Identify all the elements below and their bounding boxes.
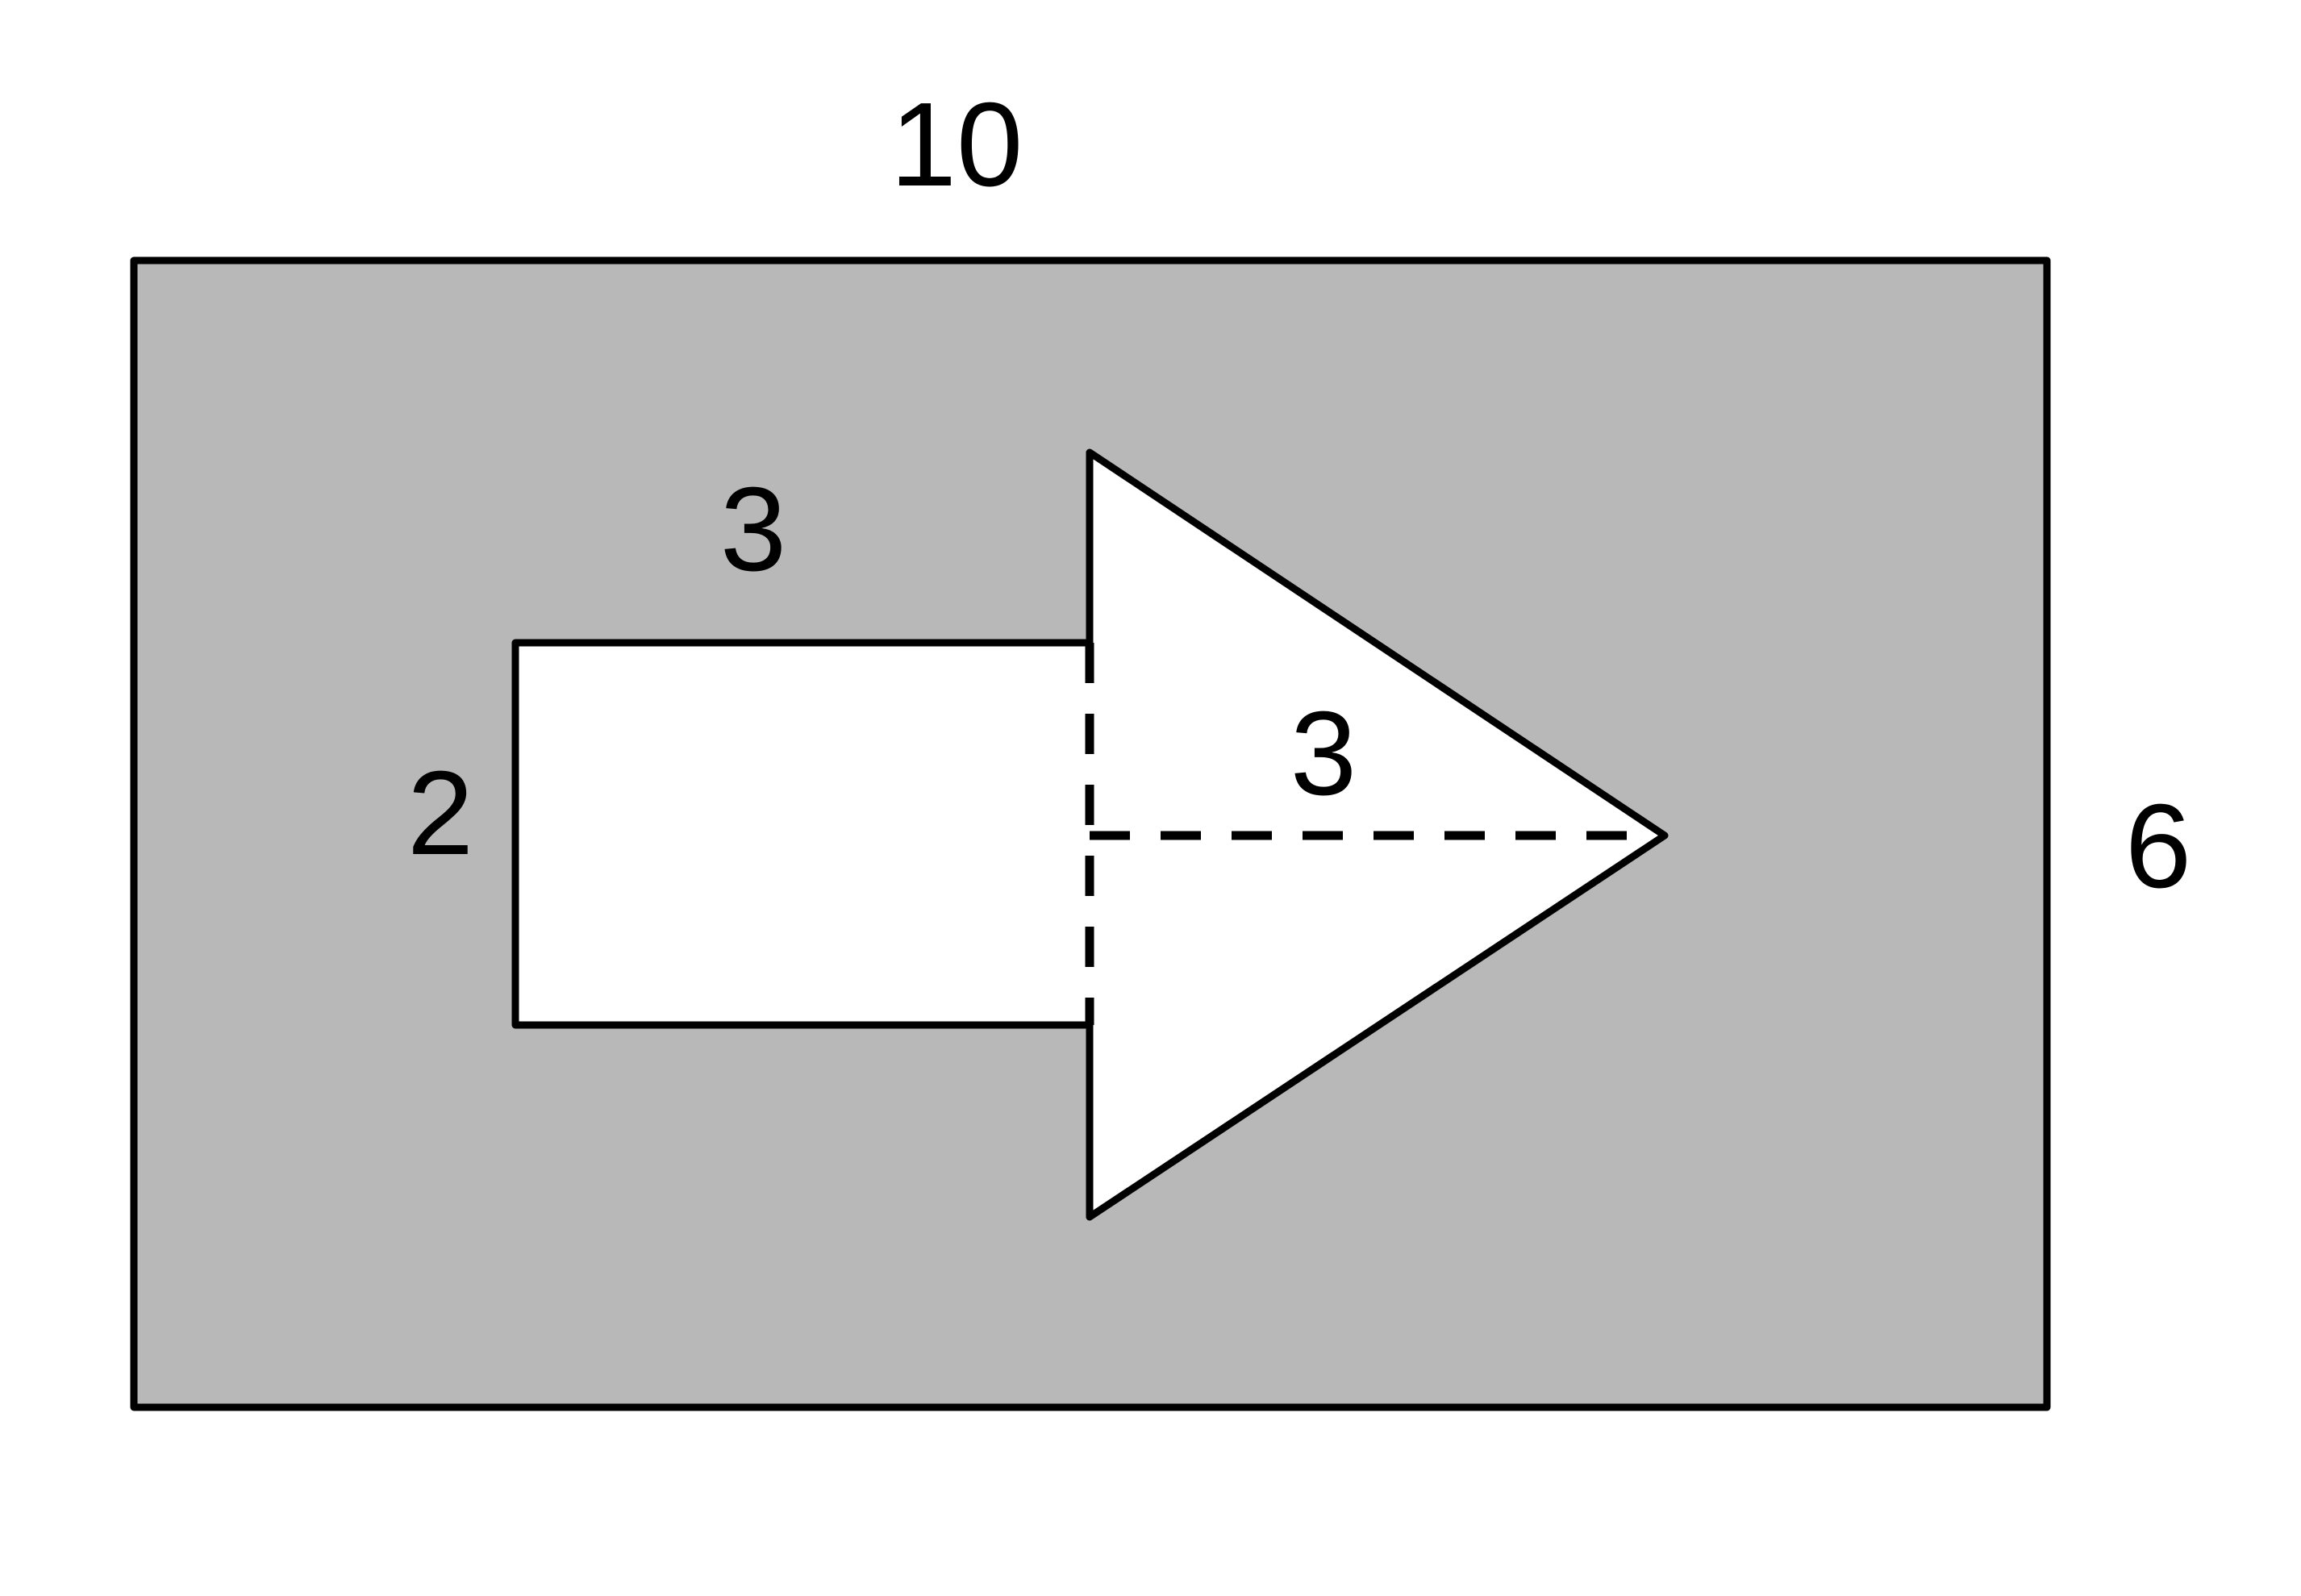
shaft-length-label: 3 bbox=[720, 463, 786, 596]
shaft-height-label: 2 bbox=[407, 747, 473, 880]
head-length-label: 3 bbox=[1290, 687, 1357, 820]
outer-width-label: 10 bbox=[890, 78, 1023, 211]
outer-height-label: 6 bbox=[2125, 780, 2191, 913]
